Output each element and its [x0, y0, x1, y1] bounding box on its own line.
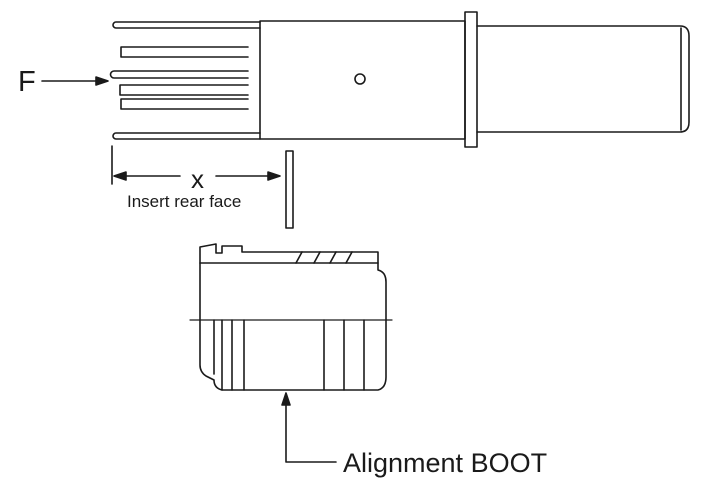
alignment-boot-leader: [281, 392, 337, 463]
distance-x-label: x: [191, 164, 204, 194]
force-label: F: [18, 66, 36, 98]
force-arrow: [41, 76, 109, 86]
insert-rear-face-plate: [285, 150, 294, 229]
contact-pins: [109, 21, 261, 140]
connector-assembly: [109, 11, 690, 148]
connector-body: [259, 20, 466, 140]
rear-shaft: [476, 25, 690, 133]
alignment-boot: [189, 243, 393, 391]
insert-rear-face-label: Insert rear face: [127, 192, 242, 211]
alignment-hole: [354, 73, 366, 85]
dimension-x: [111, 145, 281, 185]
connector-flange: [464, 11, 478, 148]
alignment-boot-label: Alignment BOOT: [343, 448, 548, 478]
